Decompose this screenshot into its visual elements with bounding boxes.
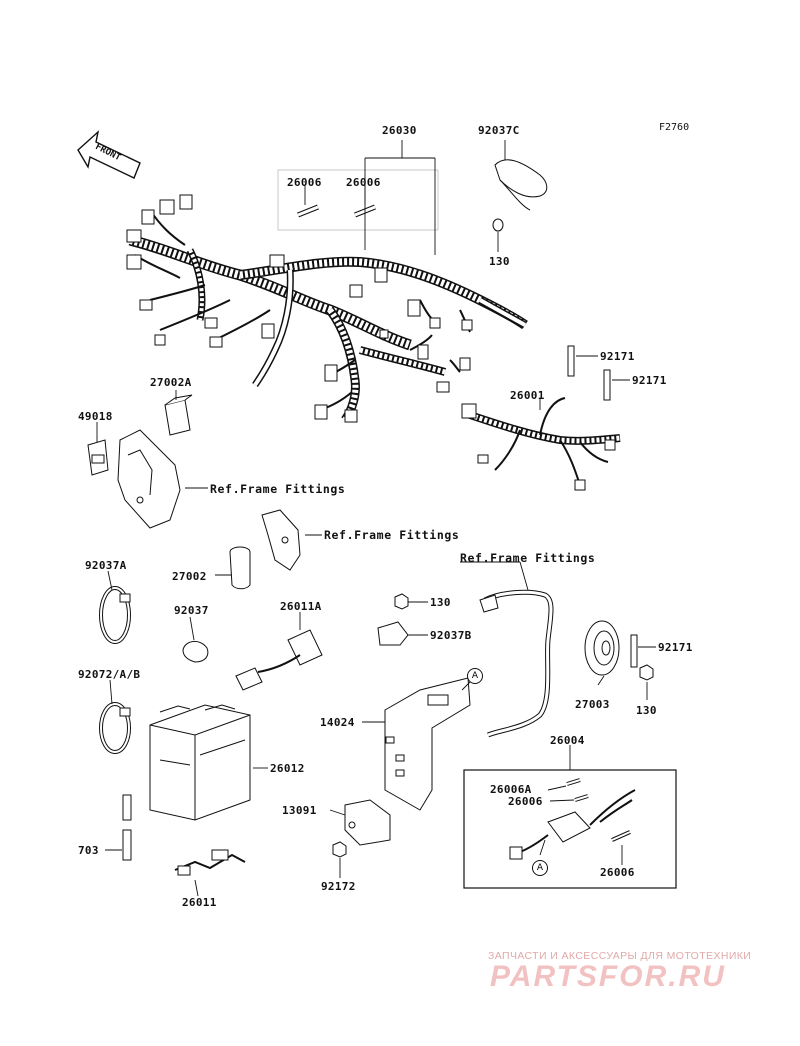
clamp-92037 xyxy=(182,641,209,663)
callout-27002: 27002 xyxy=(172,570,207,583)
callout-27002A: 27002A xyxy=(150,376,192,389)
part-27002 xyxy=(229,546,251,590)
callout-26004: 26004 xyxy=(550,734,585,747)
part-49018 xyxy=(87,439,109,476)
callout-13091: 13091 xyxy=(282,804,317,817)
callout-26030: 26030 xyxy=(382,124,417,137)
callout-14024: 14024 xyxy=(320,716,355,729)
callout-26006A: 26006A xyxy=(490,783,532,796)
front-arrow-icon xyxy=(77,130,141,179)
frame-bracket xyxy=(479,589,554,738)
figure-code: F2760 xyxy=(659,122,690,133)
holder-13091 xyxy=(344,799,391,846)
callout-26011: 26011 xyxy=(182,896,217,909)
callout-92171: 92171 xyxy=(600,350,635,363)
tube-703 xyxy=(122,794,132,861)
lead-26011A xyxy=(235,629,323,691)
callout-92171: 92171 xyxy=(632,374,667,387)
band-92072 xyxy=(99,702,131,754)
watermark-logo: PARTSFOR.RU xyxy=(490,960,726,993)
callout-27003: 27003 xyxy=(575,698,610,711)
callout-92037: 92037 xyxy=(174,604,209,617)
inset-26004 xyxy=(463,769,677,889)
bolt-130-icon xyxy=(332,593,654,858)
callout-49018: 49018 xyxy=(78,410,113,423)
callout-26012: 26012 xyxy=(270,762,305,775)
callout-130: 130 xyxy=(489,255,510,268)
callout-92037B: 92037B xyxy=(430,629,472,642)
plate-14024 xyxy=(384,677,471,811)
marker-a: A xyxy=(532,860,548,876)
ref-frame-fittings: Ref.Frame Fittings xyxy=(460,551,596,565)
bracket-left xyxy=(117,429,181,529)
horn-27003 xyxy=(584,620,620,676)
watermark-tagline: ЗАПЧАСТИ И АКСЕССУАРЫ ДЛЯ МОТОТЕХНИКИ xyxy=(488,950,752,962)
lead-26011 xyxy=(174,849,246,876)
harness-connectors xyxy=(126,194,473,423)
relay-27002A xyxy=(164,394,193,436)
battery-26012 xyxy=(149,704,251,821)
callout-26011A: 26011A xyxy=(280,600,322,613)
callout-92072: 92072/A/B xyxy=(78,668,141,681)
bracket-center xyxy=(261,509,301,571)
tabs-92171 xyxy=(567,345,638,668)
band-92037A xyxy=(99,586,131,644)
callout-26006: 26006 xyxy=(508,795,543,808)
clamp-92037B xyxy=(377,621,409,646)
callout-26006: 26006 xyxy=(287,176,322,189)
callout-92037C: 92037C xyxy=(478,124,520,137)
ref-frame-fittings: Ref.Frame Fittings xyxy=(210,482,346,496)
callout-26001: 26001 xyxy=(510,389,545,402)
callout-26006: 26006 xyxy=(600,866,635,879)
callout-92171: 92171 xyxy=(658,641,693,654)
callout-130: 130 xyxy=(636,704,657,717)
sub-harness-26001 xyxy=(461,397,621,491)
callout-26006: 26006 xyxy=(346,176,381,189)
marker-a: A xyxy=(467,668,483,684)
clamp-92037C xyxy=(492,159,548,232)
callout-703: 703 xyxy=(78,844,99,857)
leader-lines xyxy=(96,140,656,897)
callout-92037A: 92037A xyxy=(85,559,127,572)
callout-130: 130 xyxy=(430,596,451,609)
callout-92172: 92172 xyxy=(321,880,356,893)
ref-frame-fittings: Ref.Frame Fittings xyxy=(324,528,460,542)
